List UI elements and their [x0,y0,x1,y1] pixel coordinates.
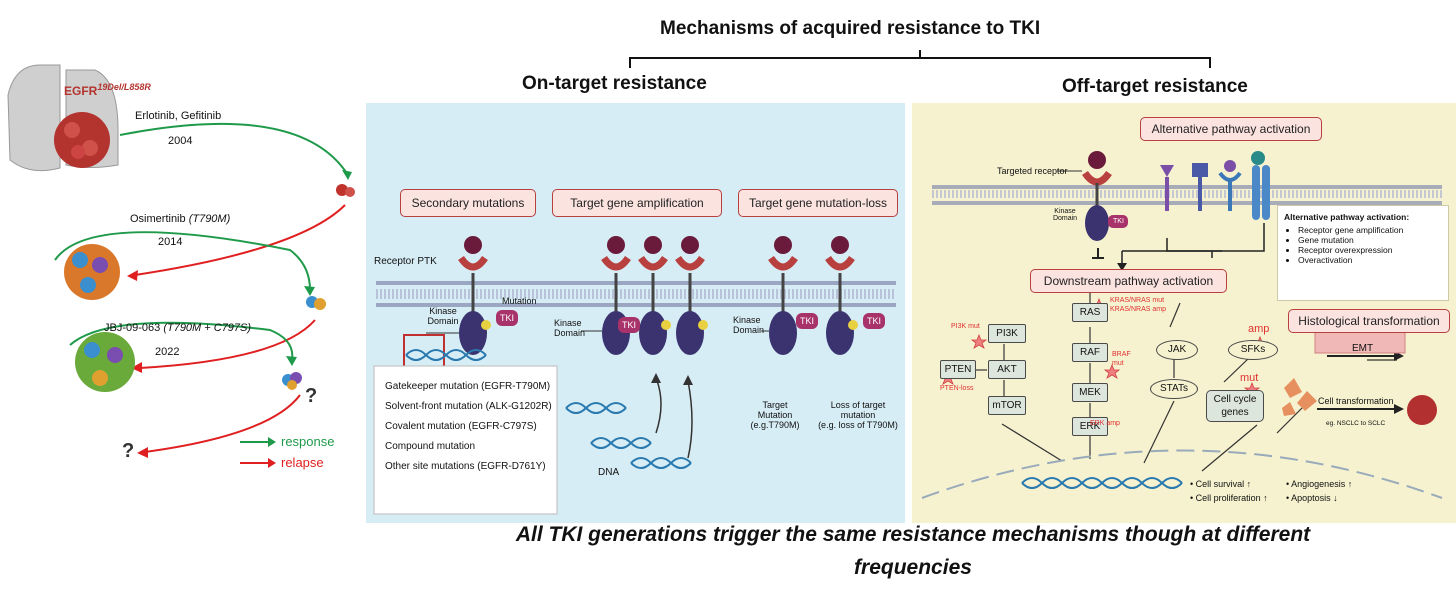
outcome-item: • Angiogenesis ↑ [1286,479,1353,489]
alt-info-item: Receptor overexpression [1298,245,1442,255]
targeted-receptor-label: Targeted receptor [997,166,1068,176]
node-akt: AKT [988,360,1026,379]
kinase-domain-label-2: Kinase Domain [554,318,586,338]
kinase-domain-label-1: Kinase Domain [427,306,459,326]
node-mtor: mTOR [988,396,1026,415]
alt-info-title: Alternative pathway activation: [1284,212,1410,222]
drug2-label: Osimertinib (T790M) [130,213,231,225]
timeline-graphic [7,64,355,468]
node-pi3k: PI3K [988,324,1026,343]
mutation-list-item: Gatekeeper mutation (EGFR-T790M) [385,381,551,392]
annot-mut: mut [1240,372,1259,384]
node-raf: RAF [1072,343,1108,362]
alt-info-box: Alternative pathway activation: Receptor… [1277,205,1449,301]
histo-box: Histological transformation [1288,309,1450,333]
mutation-list-item: Solvent-front mutation (ALK-G1202R) [385,401,552,412]
mutation-list-item: Other site mutations (EGFR-D761Y) [385,461,546,472]
receptor-ptk-label: Receptor PTK [374,256,437,267]
annot-pi3k-mut: PI3K mut [951,323,980,330]
egfr-label: EGFR19Del/L858R [64,82,151,98]
alt-info-item: Gene mutation [1298,235,1442,245]
node-erk: ERK [1072,417,1108,436]
dna-label: DNA [598,467,620,478]
legend-response: response [281,434,335,449]
node-jak: JAK [1156,340,1198,360]
title-bracket [629,50,1211,68]
footer-line-2: frequencies [854,556,972,579]
outcome-item: • Cell proliferation ↑ [1190,493,1268,503]
outcome-item: • Cell survival ↑ [1190,479,1252,489]
annot-braf: BRAF mut [1112,351,1131,367]
target-mutation-label: Target Mutation(e.g.T790M) [750,400,800,430]
outcome-list-1: • Cell survival ↑ • Cell proliferation ↑ [1190,477,1268,505]
node-ras: RAS [1072,303,1108,322]
downstream-box: Downstream pathway activation [1030,269,1227,293]
loss-of-target-label: Loss of target mutation(e.g. loss of T79… [818,400,898,430]
kinase-domain-off-label: Kinase Domain [1052,208,1078,222]
tki-pill-2: TKI [622,320,637,330]
mutation-list: Gatekeeper mutation (EGFR-T790M) Solvent… [385,377,552,477]
drug3-label: JBJ-09-063 (T790M + C797S) [104,322,252,334]
outcome-list-2: • Angiogenesis ↑ • Apoptosis ↓ [1286,477,1352,505]
main-title: Mechanisms of acquired resistance to TKI [660,18,1041,39]
on-target-graphic [373,236,896,515]
question-mark-2: ? [122,440,135,462]
year1-label: 2004 [168,135,193,147]
node-cell-cycle: Cell cycle genes [1206,390,1264,422]
alt-info-item: Receptor gene amplification [1298,225,1442,235]
node-sfks: SFKs [1228,340,1278,360]
annot-pten-loss: PTEN-loss [940,385,974,392]
emt-label: EMT [1352,343,1374,354]
node-stats: STATs [1150,379,1198,399]
target-gene-mutation-loss-box: Target gene mutation-loss [738,189,898,217]
cell-transformation-label: Cell transformation [1318,396,1394,406]
target-gene-amplification-box: Target gene amplification [552,189,722,217]
cell-transformation-eg: eg. NSCLC to SCLC [1326,420,1386,427]
drug1-label: Erlotinib, Gefitinib [135,110,222,122]
mutation-label: Mutation [502,296,537,306]
annot-erk-amp: ERK amp [1090,420,1120,427]
off-target-title: Off-target resistance [1062,76,1248,97]
tki-pill-1: TKI [500,313,515,323]
question-mark-1: ? [305,385,318,407]
year2-label: 2014 [158,236,183,248]
tki-pill-3: TKI [800,316,815,326]
mutation-list-item: Covalent mutation (EGFR-C797S) [385,421,537,432]
node-pten: PTEN [940,360,976,379]
secondary-mutations-box: Secondary mutations [400,189,536,217]
outcome-item: • Apoptosis ↓ [1286,493,1338,503]
node-mek: MEK [1072,383,1108,402]
footer-line-1: All TKI generations trigger the same res… [515,523,1311,546]
legend-relapse: relapse [281,455,324,470]
tki-pill-4: TKI [867,316,882,326]
tki-pill-off: TKI [1113,218,1124,225]
alt-pathway-box: Alternative pathway activation [1140,117,1322,141]
year3-label: 2022 [155,346,180,358]
alt-info-item: Overactivation [1298,255,1442,265]
kinase-domain-label-3: Kinase Domain [733,315,765,335]
on-target-title: On-target resistance [522,73,707,94]
mutation-list-item: Compound mutation [385,441,476,452]
annot-amp: amp [1248,323,1270,335]
